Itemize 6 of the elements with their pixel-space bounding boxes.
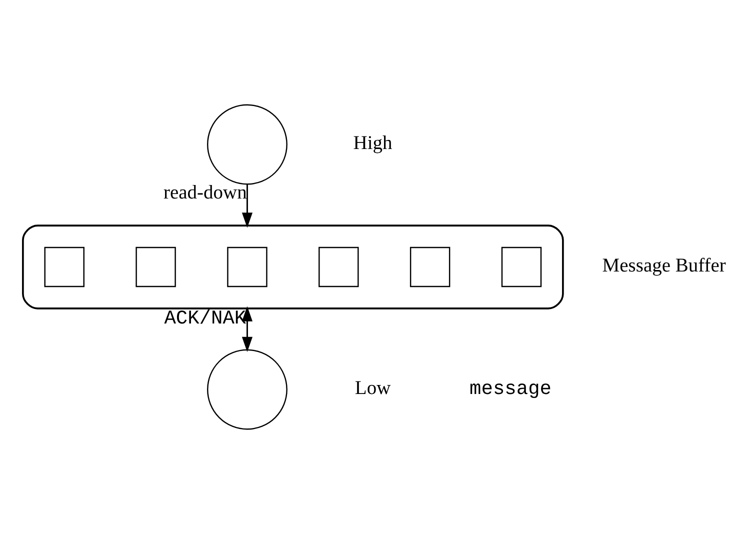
label: message	[470, 378, 552, 400]
node-label: Message Buffer	[602, 255, 726, 276]
edge-label: ACK/NAK	[164, 306, 246, 329]
edge-label: read-down	[163, 182, 247, 204]
node-label: Low	[354, 378, 391, 399]
node-label: High	[353, 132, 392, 154]
